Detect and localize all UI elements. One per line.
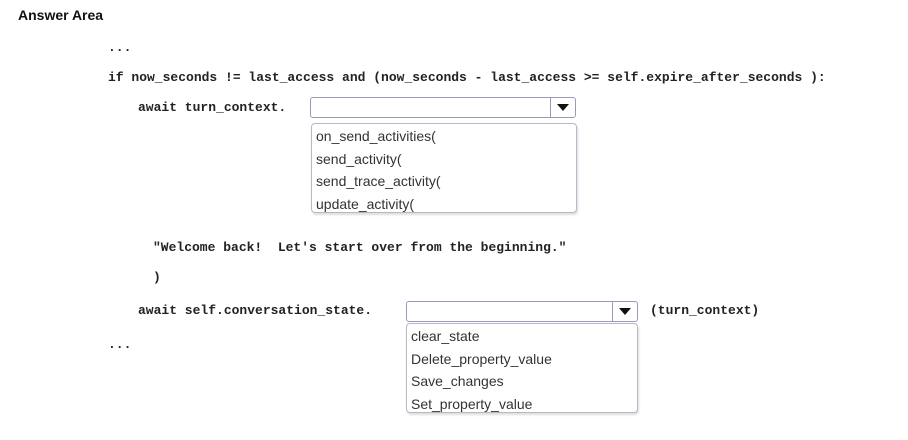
dropdown2-toggle[interactable] bbox=[612, 302, 637, 321]
option-save-changes[interactable]: Save_changes bbox=[411, 373, 504, 389]
turn-context-argument: (turn_context) bbox=[650, 303, 760, 318]
conversation-state-method-dropdown[interactable] bbox=[406, 301, 638, 322]
if-line: if now_seconds != last_access and (now_s… bbox=[108, 70, 826, 85]
ellipsis-top: ... bbox=[108, 40, 132, 55]
answer-area-title: Answer Area bbox=[18, 7, 104, 23]
close-paren: ) bbox=[153, 270, 161, 285]
chevron-down-icon bbox=[557, 104, 569, 111]
option-set-property-value[interactable]: Set_property_value bbox=[411, 395, 533, 412]
dropdown1-toggle[interactable] bbox=[550, 98, 575, 117]
dropdown2-options: clear_state Delete_property_value Save_c… bbox=[406, 323, 638, 413]
option-on-send-activities[interactable]: on_send_activities( bbox=[316, 128, 436, 144]
option-delete-property-value[interactable]: Delete_property_value bbox=[411, 350, 552, 367]
turn-context-method-dropdown[interactable] bbox=[310, 97, 576, 118]
option-send-activity[interactable]: send_activity( bbox=[316, 150, 402, 167]
ellipsis-bottom: ... bbox=[108, 337, 132, 352]
dropdown1-options: on_send_activities( send_activity( send_… bbox=[311, 123, 577, 213]
await-turn-context: await turn_context. bbox=[138, 100, 287, 115]
chevron-down-icon bbox=[619, 308, 631, 315]
option-update-activity[interactable]: update_activity( bbox=[316, 195, 415, 212]
option-clear-state[interactable]: clear_state bbox=[411, 328, 480, 344]
await-conversation-state: await self.conversation_state. bbox=[138, 303, 373, 318]
option-send-trace-activity[interactable]: send_trace_activity( bbox=[316, 173, 441, 189]
welcome-string: "Welcome back! Let's start over from the… bbox=[153, 240, 567, 255]
